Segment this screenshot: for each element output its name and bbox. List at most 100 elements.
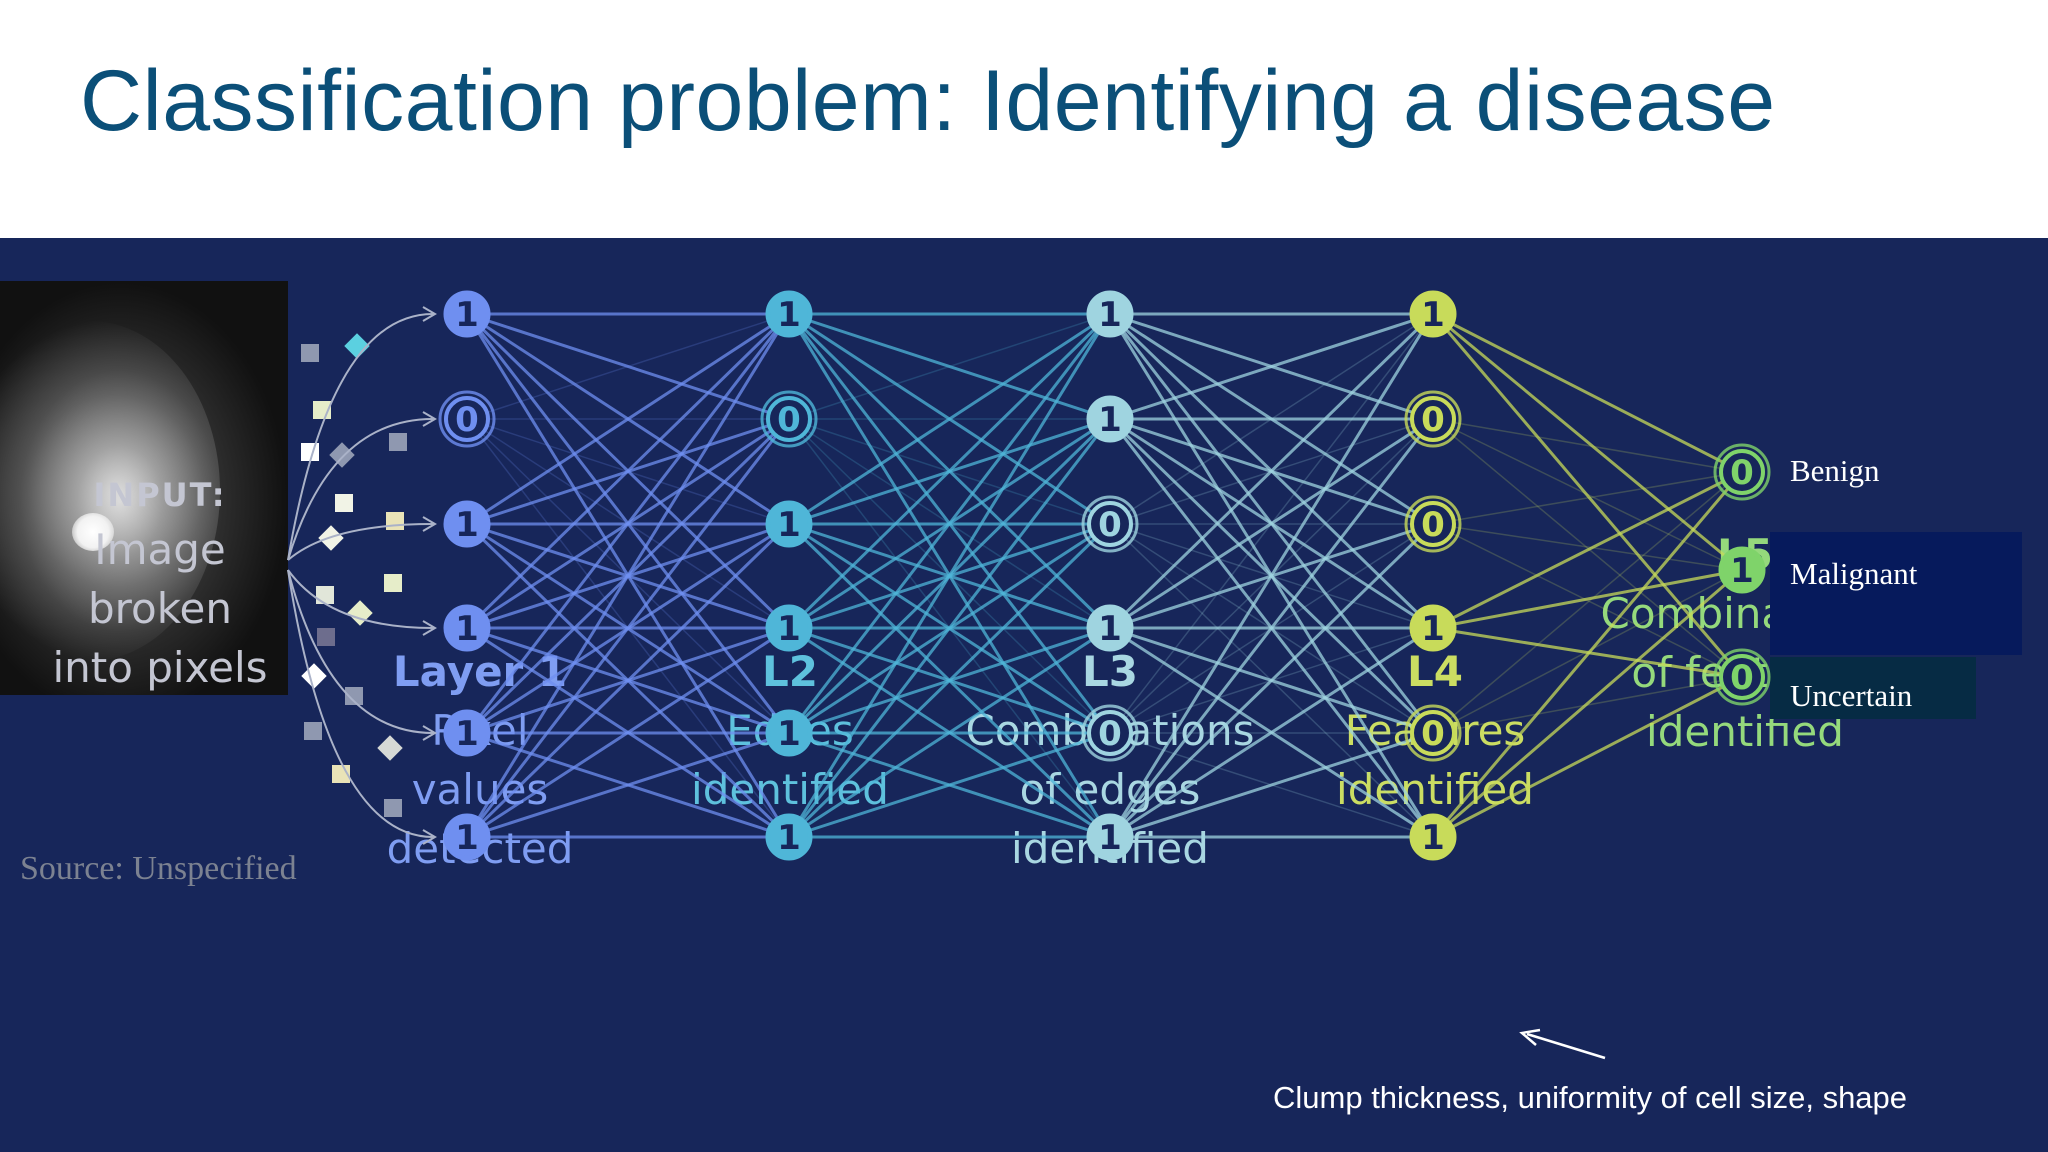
connection-line — [466, 312, 790, 526]
pixel-square — [316, 586, 334, 604]
neuron-node — [1086, 604, 1134, 652]
neuron-node — [1409, 813, 1457, 861]
neuron-node — [443, 709, 491, 757]
mammogram-image — [0, 281, 288, 695]
neuron-ring — [1081, 704, 1139, 762]
connection-line — [788, 731, 1111, 839]
slide-title: Classification problem: Identifying a di… — [80, 53, 1776, 149]
neuron-node — [1719, 654, 1765, 700]
pixel-square — [389, 433, 407, 451]
input-label-head: INPUT: — [93, 476, 227, 514]
layer-3-head: L3 — [1082, 647, 1138, 696]
connection-line — [1109, 312, 1434, 421]
input-arrow — [287, 569, 434, 838]
malignant-output: Malignant — [1770, 532, 2022, 655]
neuron-value: 1 — [777, 714, 801, 754]
neuron-node — [1087, 710, 1133, 756]
connection-line — [1108, 312, 1435, 630]
connection-line — [1109, 731, 1434, 839]
input-arrow — [287, 313, 434, 561]
neuron-node — [1087, 501, 1133, 547]
arrow-head — [422, 516, 437, 532]
neuron-node — [765, 290, 813, 338]
connection-line — [1431, 313, 1744, 678]
arrow-head — [422, 829, 437, 845]
connection-line — [1108, 313, 1435, 838]
uncertain-output: Uncertain — [1770, 657, 1976, 719]
connection-line — [788, 312, 1111, 526]
connection-line — [787, 312, 1112, 630]
annotation-arrow — [1526, 1032, 1606, 1060]
connection-line — [1108, 522, 1435, 839]
neuron-value: 1 — [455, 818, 479, 858]
connection-line — [1432, 675, 1743, 839]
connection-line — [465, 313, 791, 838]
input-label-line: broken — [88, 584, 232, 633]
pixel-square — [335, 494, 353, 512]
connection-line — [1432, 471, 1743, 734]
input-arrow — [287, 418, 434, 561]
connection-line — [1432, 312, 1743, 474]
neuron-node — [765, 709, 813, 757]
pixel-square — [384, 799, 402, 817]
neuron-value: 1 — [455, 295, 479, 335]
annotation-arrow-head — [1519, 1028, 1541, 1046]
layer-4-head: L4 — [1407, 647, 1463, 696]
arrow-head — [422, 411, 437, 427]
neuron-node — [765, 813, 813, 861]
connection-line — [1432, 418, 1743, 678]
neuron-node — [443, 813, 491, 861]
pixel-square — [377, 735, 403, 761]
pixel-square — [301, 663, 327, 689]
layer-1-line: values — [411, 765, 549, 814]
neuron-ring — [1404, 495, 1462, 553]
neuron-node — [765, 500, 813, 548]
neuron-value: 1 — [1098, 295, 1122, 335]
neuron-value: 1 — [455, 609, 479, 649]
connection-line — [1109, 626, 1434, 839]
connection-line — [787, 418, 1112, 838]
pixel-square — [329, 442, 355, 468]
connection-line — [787, 522, 1112, 839]
connection-line — [1109, 313, 1434, 525]
neuron-node — [1410, 710, 1456, 756]
neuron-ring — [1713, 648, 1771, 706]
connection-line — [787, 313, 1112, 734]
connection-line — [1432, 568, 1743, 630]
neuron-ring — [1081, 495, 1139, 553]
neuron-node — [443, 500, 491, 548]
neuron-node — [1086, 395, 1134, 443]
pixel-square — [384, 574, 402, 592]
neuron-value: 1 — [1098, 818, 1122, 858]
neuron-ring — [1404, 390, 1462, 448]
neuron-node — [1719, 449, 1765, 495]
uncertain-label: Uncertain — [1790, 678, 1913, 713]
arrow-head — [422, 725, 437, 741]
neuron-value: 1 — [455, 714, 479, 754]
neuron-node — [1409, 290, 1457, 338]
connection-line — [1109, 313, 1434, 734]
neuron-node — [766, 396, 812, 442]
neuron-value: 1 — [1421, 818, 1445, 858]
pixel-square — [304, 722, 322, 740]
connection-line — [466, 626, 790, 839]
neuron-value: 0 — [1730, 658, 1754, 698]
connection-line — [465, 313, 791, 734]
connection-line — [465, 312, 791, 630]
connection-line — [466, 313, 790, 420]
neuron-node — [443, 604, 491, 652]
neuron-value: 1 — [1730, 551, 1754, 591]
source-note: Source: Unspecified — [20, 850, 297, 887]
neuron-value: 0 — [1421, 714, 1445, 754]
neuron-value: 0 — [455, 400, 479, 440]
neuron-node — [1086, 813, 1134, 861]
neuron-value: 1 — [455, 505, 479, 545]
connection-line — [1109, 417, 1434, 630]
pixel-square — [317, 628, 335, 646]
neuron-node — [443, 290, 491, 338]
connection-line — [1108, 418, 1435, 838]
neuron-node — [765, 604, 813, 652]
layer-3-line: of edges — [1019, 765, 1201, 814]
neuron-node — [1718, 546, 1766, 594]
neuron-node — [1409, 604, 1457, 652]
